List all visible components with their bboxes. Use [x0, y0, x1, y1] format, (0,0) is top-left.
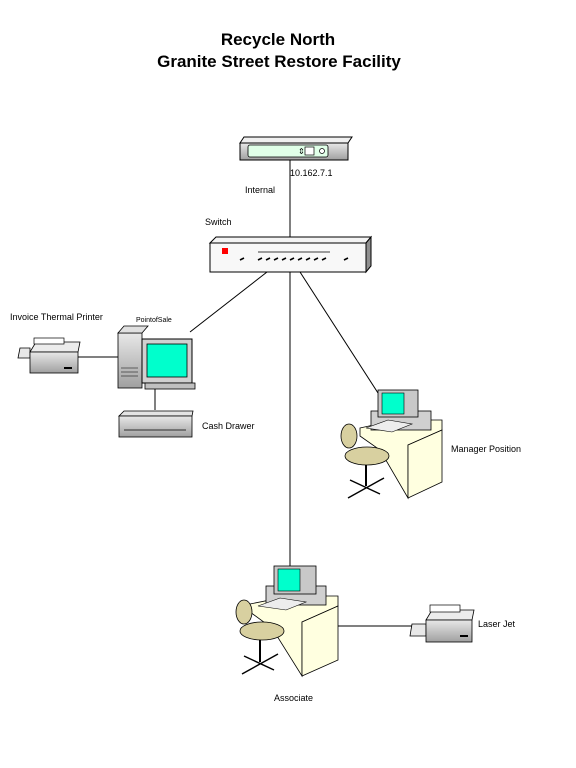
switch-status-led — [222, 248, 228, 254]
manager-screen — [381, 392, 405, 415]
pos-tower — [117, 332, 143, 389]
associate-label: Associate — [274, 693, 313, 703]
associate-chair-back — [235, 599, 253, 625]
connections — [78, 160, 412, 627]
thermal-printer-device — [17, 337, 81, 374]
router-port-icon: ⇕ — [298, 147, 305, 156]
switch-label: Switch — [205, 217, 232, 227]
laserjet-label: Laser Jet — [478, 619, 516, 629]
switch-pos-link — [189, 271, 268, 333]
manager-chair-back — [340, 423, 358, 449]
manager-label: Manager Position — [451, 444, 521, 454]
pos-label: PointofSale — [136, 317, 172, 324]
switch-device — [208, 235, 373, 274]
manager-chair-seat — [344, 446, 390, 466]
associate-screen — [277, 568, 301, 592]
router-device: ⇕ — [239, 136, 353, 161]
cash-drawer-device — [118, 410, 194, 438]
pos-screen — [146, 343, 188, 378]
pos-workstation — [117, 325, 196, 390]
switch-manager-link — [299, 271, 379, 394]
diagram-title-line1: Recycle North — [221, 30, 335, 49]
cash-drawer-label: Cash Drawer — [202, 421, 255, 431]
associate-chair-seat — [239, 621, 285, 641]
manager-workstation — [340, 389, 443, 500]
router-internal-label: Internal — [245, 185, 275, 195]
laserjet-printer-device — [409, 604, 475, 643]
associate-workstation — [235, 565, 339, 678]
router-ip-label: 10.162.7.1 — [290, 168, 333, 178]
printer-label: Invoice Thermal Printer — [10, 312, 103, 322]
diagram-title-line2: Granite Street Restore Facility — [157, 52, 401, 71]
